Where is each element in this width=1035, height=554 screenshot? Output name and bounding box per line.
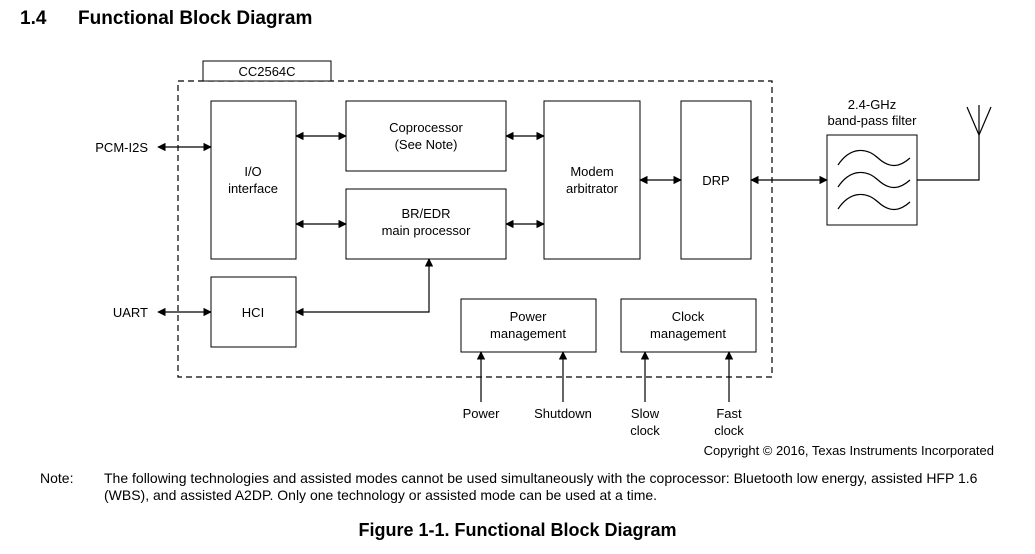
note-label: Note: (40, 470, 74, 486)
hci-block: HCI (210, 276, 297, 348)
chip-label-box (202, 60, 332, 82)
coprocessor-block: Coprocessor (See Note) (345, 100, 507, 172)
svg-text:HCI: HCI (242, 305, 264, 320)
svg-text:BR/EDR: BR/EDR (401, 206, 450, 221)
shutdown-input-label: Shutdown (534, 406, 592, 421)
figure-caption: Figure 1-1. Functional Block Diagram (358, 520, 677, 540)
band-pass-filter (826, 134, 918, 226)
svg-text:Power: Power (510, 309, 548, 324)
chip-boundary (177, 80, 773, 378)
svg-text:Modem: Modem (570, 164, 613, 179)
hci-bredr-arrow (295, 258, 434, 317)
slow-clock-label-line1: Slow (631, 406, 660, 421)
svg-text:interface: interface (228, 181, 278, 196)
svg-text:management: management (490, 326, 566, 341)
section-title: Functional Block Diagram (78, 8, 313, 29)
svg-text:I/O: I/O (244, 164, 261, 179)
svg-text:Coprocessor: Coprocessor (389, 120, 463, 135)
antenna-icon (917, 105, 992, 181)
note-text: The following technologies and assisted … (104, 470, 978, 503)
chip-label: CC2564C (238, 64, 295, 79)
svg-text:(See Note): (See Note) (395, 137, 458, 152)
bredr-processor-block: BR/EDR main processor (345, 188, 507, 260)
power-input-label: Power (463, 406, 501, 421)
svg-text:management: management (650, 326, 726, 341)
power-management-block: Power management (460, 298, 597, 353)
pcm-label: PCM-I2S (95, 140, 148, 155)
filter-label-line1: 2.4-GHz (848, 97, 896, 112)
section-number: 1.4 (20, 8, 47, 29)
io-interface-block: I/O interface (210, 100, 297, 260)
drp-block: DRP (680, 100, 752, 260)
clock-management-block: Clock management (620, 298, 757, 353)
svg-text:DRP: DRP (702, 173, 729, 188)
svg-text:main processor: main processor (382, 223, 472, 238)
svg-text:Clock: Clock (672, 309, 705, 324)
slow-clock-label-line2: clock (630, 423, 660, 438)
fast-clock-label-line2: clock (714, 423, 744, 438)
uart-label: UART (113, 305, 148, 320)
modem-arbitrator-block: Modem arbitrator (543, 100, 641, 260)
copyright-notice: Copyright © 2016, Texas Instruments Inco… (703, 443, 994, 458)
filter-label-line2: band-pass filter (828, 113, 918, 128)
fast-clock-label-line1: Fast (716, 406, 742, 421)
svg-text:arbitrator: arbitrator (566, 181, 619, 196)
